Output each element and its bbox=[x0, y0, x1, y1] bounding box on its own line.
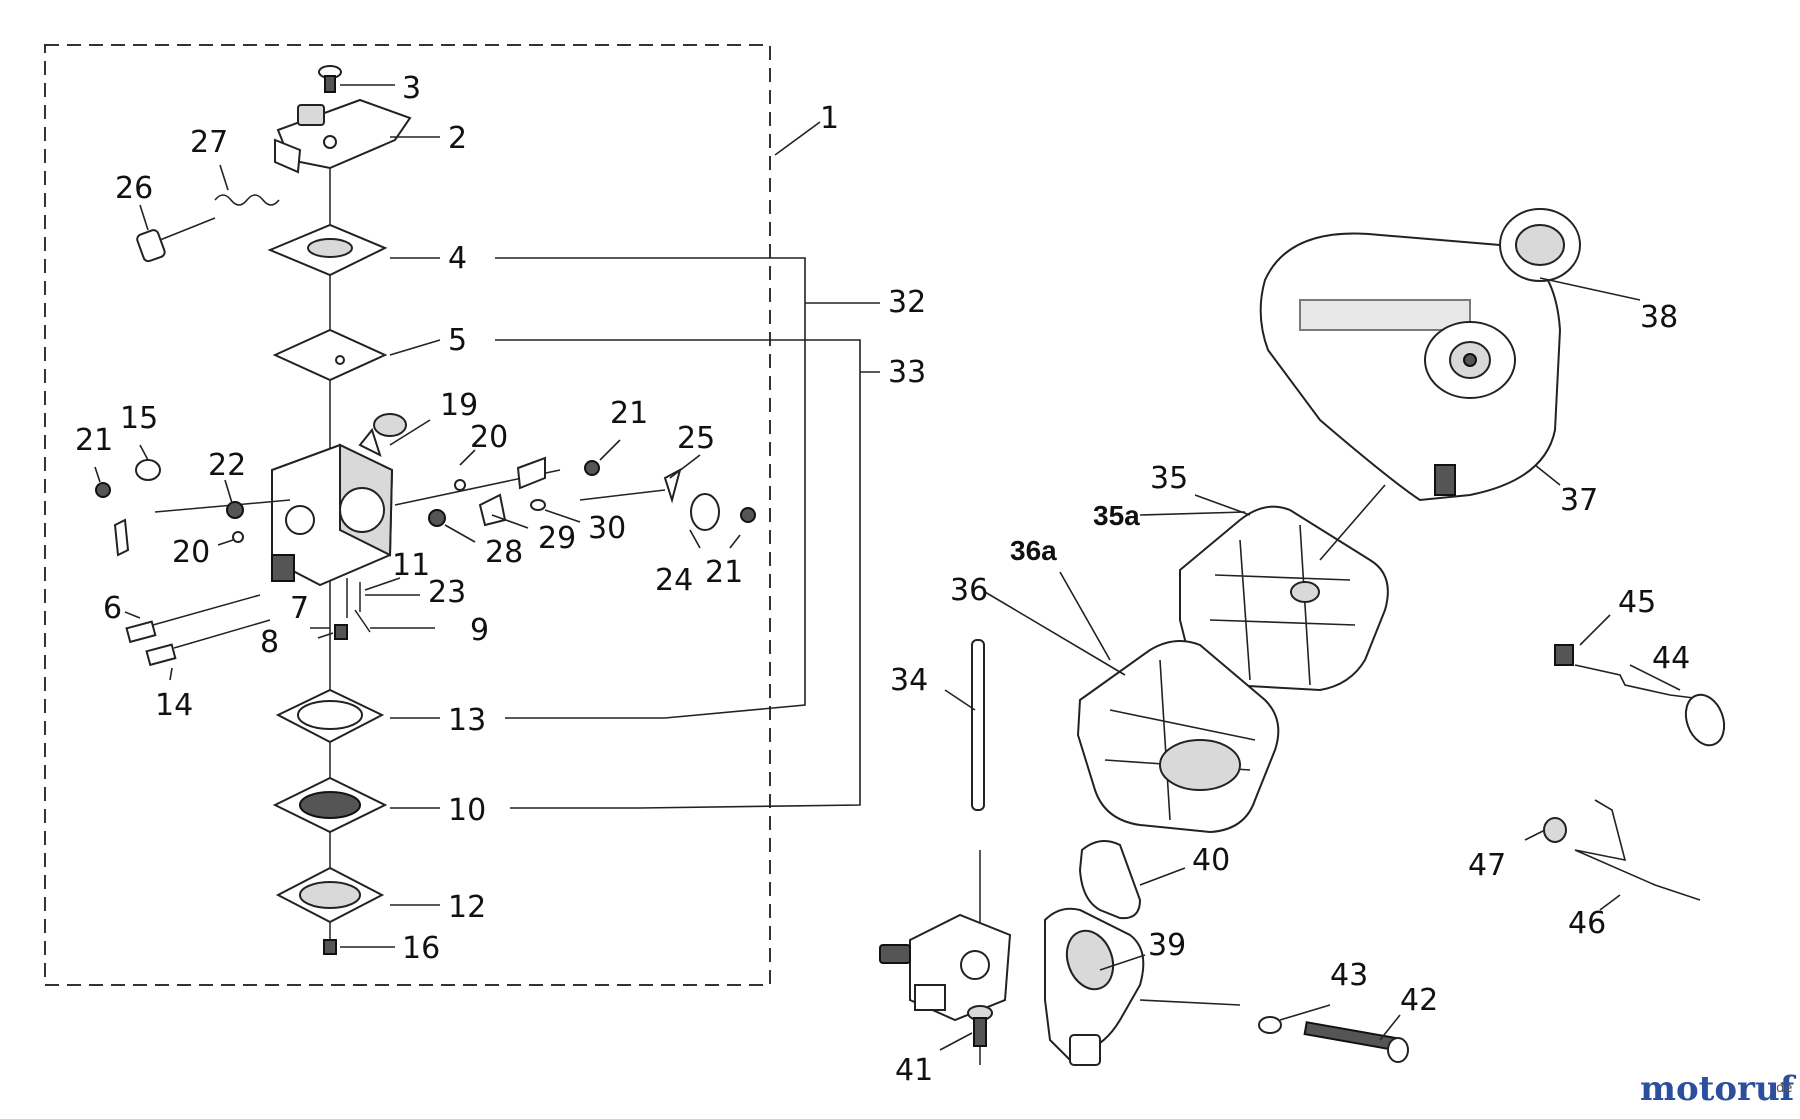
carburetor-body bbox=[271, 427, 394, 587]
part-36-filter-base bbox=[1076, 640, 1280, 834]
callout-26: 26 bbox=[115, 171, 153, 206]
callout-45: 45 bbox=[1618, 585, 1656, 620]
callout-39: 39 bbox=[1148, 928, 1186, 963]
callout-14: 14 bbox=[155, 688, 193, 723]
callout-11: 11 bbox=[392, 548, 430, 583]
callout-3: 3 bbox=[402, 71, 421, 106]
carburetor-kit-boundary bbox=[44, 44, 771, 986]
part-16-screw bbox=[323, 939, 337, 955]
parts-6-14-needles bbox=[125, 594, 271, 667]
part-46-rod bbox=[1574, 799, 1701, 901]
choke-shaft-assembly bbox=[394, 456, 756, 531]
callout-41: 41 bbox=[895, 1053, 933, 1088]
part-39-intake bbox=[1044, 907, 1145, 1066]
callout-28: 28 bbox=[485, 535, 523, 570]
part-45-clip bbox=[1554, 644, 1574, 666]
callout-6: 6 bbox=[103, 591, 122, 626]
callout-7-left: 7 bbox=[290, 591, 309, 626]
callout-34: 34 bbox=[890, 663, 928, 698]
part-15-throttle-plate bbox=[113, 459, 291, 557]
leader-lines bbox=[94, 84, 1681, 1051]
callout-32: 32 bbox=[888, 285, 926, 320]
callout-10: 10 bbox=[448, 793, 486, 828]
callout-1: 1 bbox=[820, 101, 839, 136]
callout-25: 25 bbox=[677, 421, 715, 456]
callout-5: 5 bbox=[448, 323, 467, 358]
carburetor-assembled bbox=[879, 913, 1012, 1022]
part-8-screw bbox=[334, 624, 348, 640]
part-47-grommet bbox=[1543, 817, 1567, 843]
callout-35a: 35a bbox=[1093, 500, 1140, 531]
callout-44: 44 bbox=[1652, 641, 1690, 676]
part-27-spring bbox=[214, 194, 280, 206]
callout-38: 38 bbox=[1640, 300, 1678, 335]
callout-37: 37 bbox=[1560, 483, 1598, 518]
callout-15: 15 bbox=[120, 401, 158, 436]
callout-13: 13 bbox=[448, 703, 486, 738]
callout-36a: 36a bbox=[1010, 535, 1057, 566]
callout-24: 24 bbox=[655, 563, 693, 598]
callout-29: 29 bbox=[538, 521, 576, 556]
callout-30: 30 bbox=[588, 511, 626, 546]
part-10-diaphragm bbox=[272, 776, 388, 834]
callout-47: 47 bbox=[1468, 848, 1506, 883]
part-5-diaphragm bbox=[272, 328, 388, 382]
callout-22: 22 bbox=[208, 448, 246, 483]
callout-40: 40 bbox=[1192, 843, 1230, 878]
callout-16: 16 bbox=[402, 931, 440, 966]
part-22-spring bbox=[226, 501, 244, 519]
callout-23: 23 bbox=[428, 575, 466, 610]
parts-11-23-9-pins bbox=[346, 578, 371, 633]
callout-36: 36 bbox=[950, 573, 988, 608]
part-21-screw-left bbox=[95, 482, 111, 498]
part-28-spring bbox=[428, 509, 446, 527]
part-37-air-filter-cover bbox=[1259, 232, 1562, 502]
part-26-screw bbox=[136, 217, 216, 263]
callout-21-top: 21 bbox=[610, 396, 648, 431]
part-42-bolt bbox=[1303, 1021, 1409, 1063]
part-44-choke-rod bbox=[1574, 664, 1726, 747]
part-4-gasket bbox=[267, 223, 388, 277]
callout-20-right: 20 bbox=[470, 420, 508, 455]
callout-9: 9 bbox=[470, 613, 489, 648]
callout-21-right: 21 bbox=[705, 555, 743, 590]
part-38-knob bbox=[1499, 208, 1581, 282]
callout-43: 43 bbox=[1330, 958, 1368, 993]
callout-46: 46 bbox=[1568, 906, 1606, 941]
callout-labels: 3 2 27 26 1 4 5 32 33 15 21 19 20 21 25 … bbox=[75, 71, 1690, 1088]
watermark-logo: motoruf .de bbox=[1640, 1069, 1797, 1109]
callout-4: 4 bbox=[448, 241, 467, 276]
callout-21-left: 21 bbox=[75, 423, 113, 458]
callout-42: 42 bbox=[1400, 983, 1438, 1018]
callout-20-left: 20 bbox=[172, 535, 210, 570]
part-20-clip-left bbox=[232, 531, 244, 543]
watermark-suffix: .de bbox=[1772, 1081, 1792, 1096]
callout-8: 8 bbox=[260, 625, 279, 660]
callout-35: 35 bbox=[1150, 461, 1188, 496]
part-41-bolt bbox=[967, 1005, 993, 1047]
callout-33: 33 bbox=[888, 355, 926, 390]
part-13-gasket bbox=[275, 688, 385, 744]
part-34-rod bbox=[971, 639, 985, 811]
callout-27: 27 bbox=[190, 125, 228, 160]
watermark-brand: motoruf bbox=[1640, 1069, 1797, 1109]
part-40-gasket bbox=[1078, 840, 1142, 920]
part-12-cover bbox=[275, 866, 385, 924]
callout-19: 19 bbox=[440, 388, 478, 423]
part-43-washer bbox=[1258, 1016, 1282, 1034]
callout-2: 2 bbox=[448, 121, 467, 156]
part-19-cap bbox=[373, 413, 407, 437]
callout-12: 12 bbox=[448, 890, 486, 925]
part-2-cover bbox=[274, 98, 412, 174]
part-3-screw bbox=[318, 65, 342, 93]
